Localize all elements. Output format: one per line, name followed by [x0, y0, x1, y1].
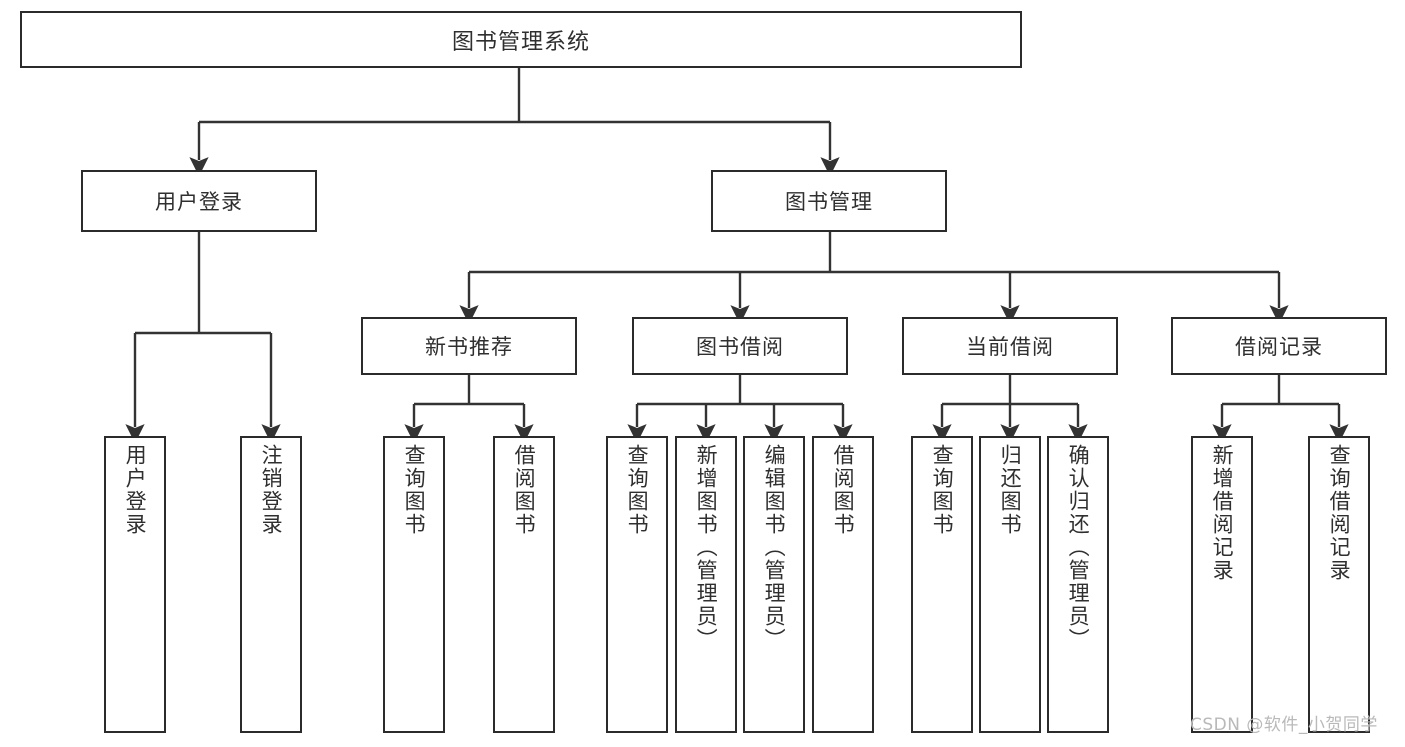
node-label: 当前借阅: [966, 335, 1054, 359]
node-book-borrow[interactable]: 图书借阅: [632, 317, 848, 375]
leaf-label: 查询借阅记录: [1327, 444, 1352, 582]
node-root-system[interactable]: 图书管理系统: [20, 11, 1022, 68]
leaf-borrow-edit-book-admin[interactable]: 编辑图书（管理员）: [743, 436, 805, 733]
leaf-label: 新增图书（管理员）: [694, 444, 719, 651]
node-current-borrow[interactable]: 当前借阅: [902, 317, 1118, 375]
leaf-current-return-book[interactable]: 归还图书: [979, 436, 1041, 733]
leaf-borrow-borrow-book[interactable]: 借阅图书: [812, 436, 874, 733]
leaf-label: 注销登录: [259, 444, 284, 536]
leaf-label: 查询图书: [930, 444, 955, 536]
leaf-label: 归还图书: [998, 444, 1023, 536]
leaf-recommend-borrow-book[interactable]: 借阅图书: [493, 436, 555, 733]
node-label: 用户登录: [155, 190, 243, 214]
node-new-book-recommend[interactable]: 新书推荐: [361, 317, 577, 375]
watermark: CSDN @软件_小贺同学: [1190, 715, 1378, 735]
node-label: 图书管理系统: [451, 29, 590, 55]
node-label: 图书管理: [785, 190, 873, 214]
leaf-borrow-query-book[interactable]: 查询图书: [606, 436, 668, 733]
node-label: 新书推荐: [425, 335, 513, 359]
node-book-management[interactable]: 图书管理: [711, 170, 947, 232]
node-label: 图书借阅: [696, 335, 784, 359]
node-label: 借阅记录: [1235, 335, 1323, 359]
node-borrow-record[interactable]: 借阅记录: [1171, 317, 1387, 375]
leaf-label: 查询图书: [625, 444, 650, 536]
leaf-label: 新增借阅记录: [1210, 444, 1235, 582]
leaf-user-login-logout[interactable]: 注销登录: [240, 436, 302, 733]
leaf-borrow-add-book-admin[interactable]: 新增图书（管理员）: [675, 436, 737, 733]
leaf-label: 确认归还（管理员）: [1066, 444, 1091, 651]
leaf-label: 用户登录: [123, 444, 148, 536]
leaf-label: 查询图书: [402, 444, 427, 536]
leaf-label: 借阅图书: [512, 444, 537, 536]
leaf-user-login-login[interactable]: 用户登录: [104, 436, 166, 733]
leaf-label: 借阅图书: [831, 444, 856, 536]
leaf-record-query-record[interactable]: 查询借阅记录: [1308, 436, 1370, 733]
leaf-current-confirm-return-admin[interactable]: 确认归还（管理员）: [1047, 436, 1109, 733]
leaf-current-query-book[interactable]: 查询图书: [911, 436, 973, 733]
leaf-record-add-record[interactable]: 新增借阅记录: [1191, 436, 1253, 733]
node-user-login[interactable]: 用户登录: [81, 170, 317, 232]
leaf-label: 编辑图书（管理员）: [762, 444, 787, 651]
leaf-recommend-query-book[interactable]: 查询图书: [383, 436, 445, 733]
